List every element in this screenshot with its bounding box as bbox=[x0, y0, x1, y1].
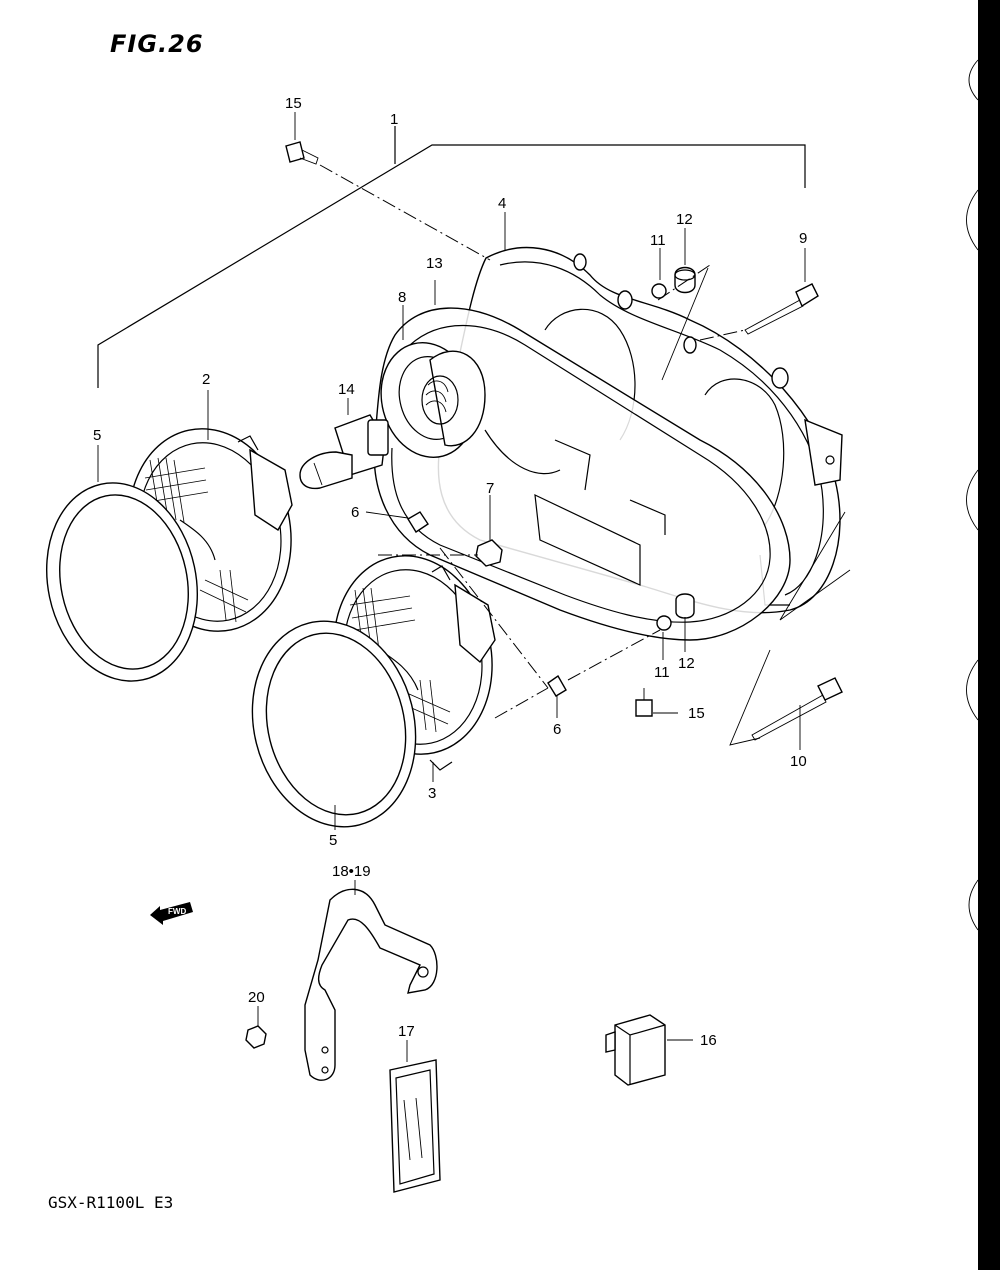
callout-11-top: 11 bbox=[650, 232, 666, 249]
callout-7: 7 bbox=[486, 480, 494, 497]
callout-1: 1 bbox=[390, 111, 398, 128]
callout-10: 10 bbox=[790, 753, 807, 770]
callout-6-lower: 6 bbox=[553, 721, 561, 738]
callout-20: 20 bbox=[248, 989, 265, 1006]
figure-title: FIG.26 bbox=[110, 30, 204, 58]
fwd-label: FWD bbox=[168, 907, 186, 916]
headlight-socket bbox=[380, 342, 486, 458]
fwd-arrow-icon: FWD bbox=[150, 902, 193, 925]
callout-16: 16 bbox=[700, 1032, 717, 1049]
callout-5-left: 5 bbox=[93, 427, 101, 444]
callout-3: 3 bbox=[428, 785, 436, 802]
assembly-bracket-1 bbox=[97, 126, 806, 388]
callout-14: 14 bbox=[338, 381, 355, 398]
leader-lines bbox=[97, 112, 851, 1062]
headlight-stay-bracket bbox=[304, 888, 438, 1081]
callout-6-upper: 6 bbox=[351, 504, 359, 521]
callout-13: 13 bbox=[426, 255, 443, 272]
callout-15-lower: 15 bbox=[688, 705, 705, 722]
callout-12-top: 12 bbox=[676, 211, 693, 228]
callout-12-lower: 12 bbox=[678, 655, 695, 672]
headlight-bulb bbox=[299, 414, 389, 490]
callout-15-top: 15 bbox=[285, 95, 302, 112]
callout-8: 8 bbox=[398, 289, 406, 306]
callout-5-right: 5 bbox=[329, 832, 337, 849]
callout-9: 9 bbox=[799, 230, 807, 247]
adjacent-page-fragments bbox=[966, 59, 979, 931]
callout-18-19: 18•19 bbox=[332, 863, 371, 880]
callout-4: 4 bbox=[498, 195, 506, 212]
relay bbox=[605, 1014, 666, 1086]
callout-17: 17 bbox=[398, 1023, 415, 1040]
callout-11-lower: 11 bbox=[654, 664, 670, 681]
callout-2: 2 bbox=[202, 371, 210, 388]
headlight-rim-left bbox=[45, 482, 199, 682]
reflector bbox=[389, 1059, 441, 1193]
headlight-rim-right bbox=[251, 620, 417, 828]
page-edge-bar bbox=[978, 0, 1000, 1270]
callout-labels: 15 1 4 11 12 9 13 8 2 14 5 6 7 11 12 15 … bbox=[93, 95, 807, 1049]
model-code: GSX-R1100L E3 bbox=[48, 1193, 174, 1212]
